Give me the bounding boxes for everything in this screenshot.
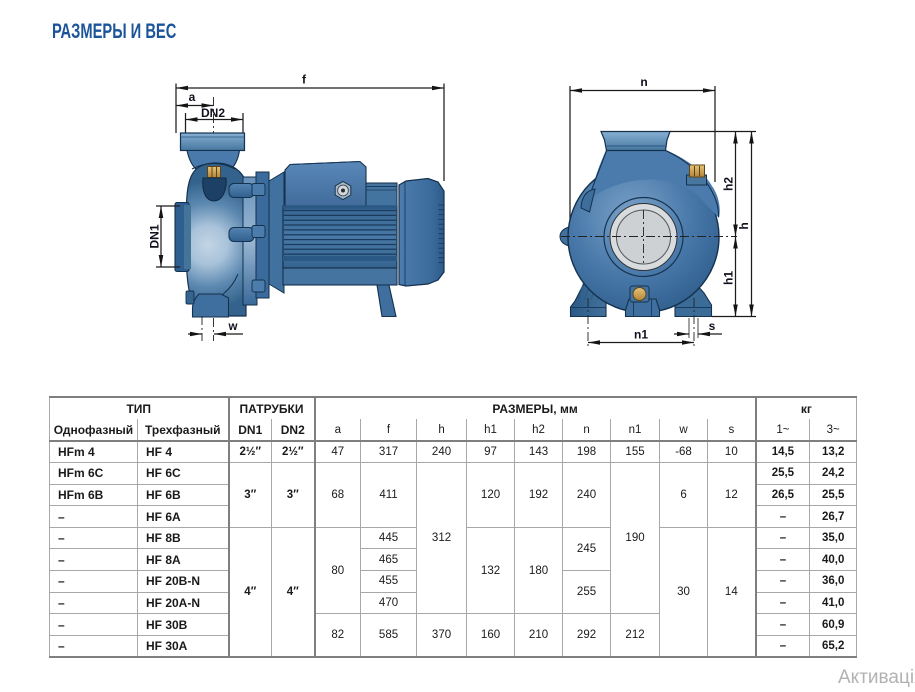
svg-text:f: f xyxy=(302,73,307,87)
svg-text:h2: h2 xyxy=(722,177,736,191)
svg-text:n: n xyxy=(640,75,647,89)
svg-text:DN2: DN2 xyxy=(201,106,225,120)
svg-text:h1: h1 xyxy=(722,271,736,285)
svg-text:n1: n1 xyxy=(634,328,648,342)
svg-text:DN1: DN1 xyxy=(148,224,162,248)
svg-text:s: s xyxy=(709,319,716,333)
svg-text:w: w xyxy=(228,321,238,333)
svg-text:a: a xyxy=(189,90,196,104)
svg-text:h: h xyxy=(737,222,751,229)
